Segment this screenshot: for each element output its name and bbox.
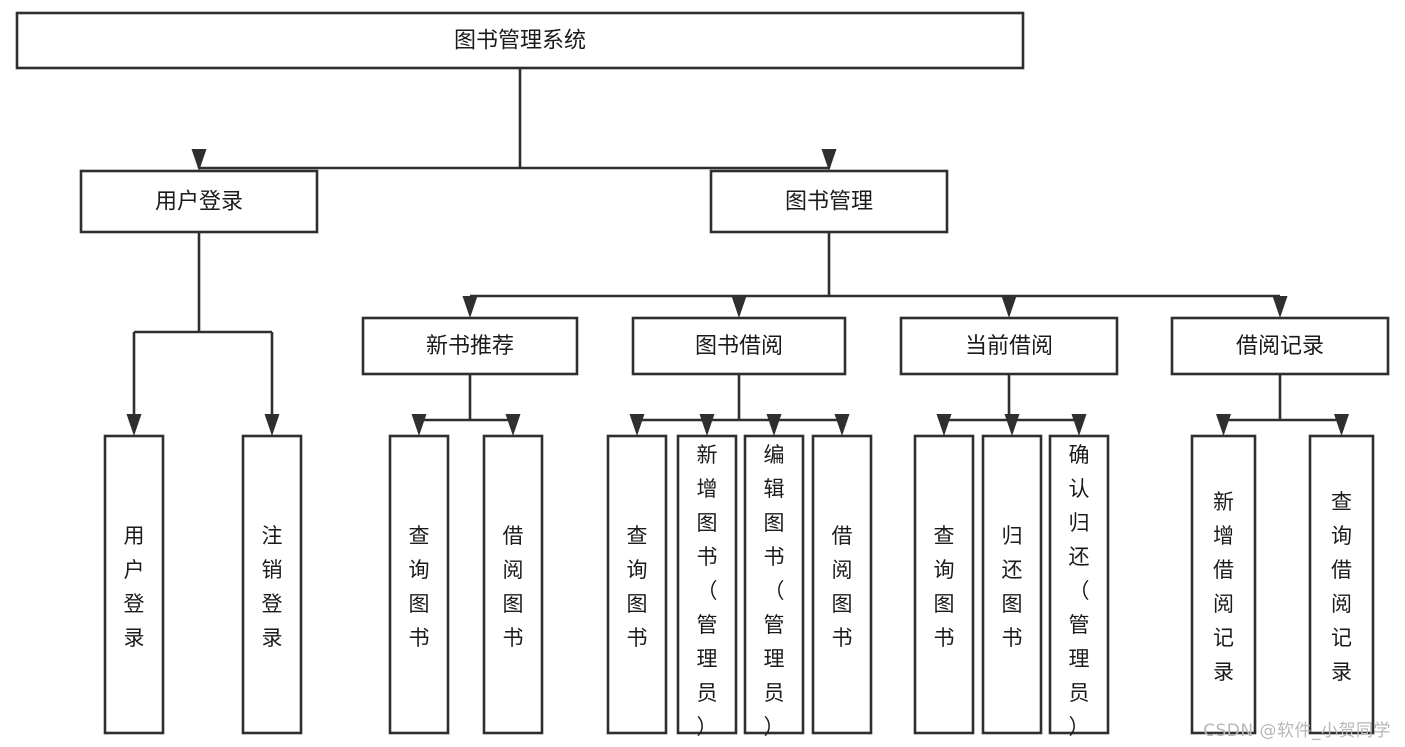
edge-arrowhead xyxy=(1071,414,1087,436)
node-box xyxy=(1308,434,1375,735)
node-label: 查询图书 xyxy=(934,524,955,650)
edge-arrowhead xyxy=(936,414,952,436)
node-newbooks[interactable]: 新书推荐 xyxy=(361,316,579,376)
edge-arrowhead xyxy=(766,414,782,436)
edge-arrowhead xyxy=(1334,414,1349,436)
node-box xyxy=(15,11,1025,70)
node-box xyxy=(388,434,450,735)
node-box xyxy=(743,434,805,735)
node-leaf10[interactable]: 归还图书 xyxy=(981,434,1043,735)
node-box xyxy=(631,316,847,376)
node-leaf6[interactable]: 新增图书（管理员） xyxy=(676,434,738,739)
node-borrow[interactable]: 图书借阅 xyxy=(631,316,847,376)
node-box xyxy=(981,434,1043,735)
node-label: 图书管理系统 xyxy=(454,29,586,54)
node-current[interactable]: 当前借阅 xyxy=(899,316,1119,376)
node-label: 用户登录 xyxy=(155,190,243,215)
node-label: 确认归还（管理员） xyxy=(1069,443,1090,739)
node-leaf11[interactable]: 确认归还（管理员） xyxy=(1048,434,1110,739)
node-box xyxy=(676,434,738,735)
node-leaf1[interactable]: 用户登录 xyxy=(103,434,165,735)
node-box xyxy=(103,434,165,735)
node-root[interactable]: 图书管理系统 xyxy=(15,11,1025,70)
node-box xyxy=(79,169,319,234)
watermark-text: CSDN @软件_小贺同学 xyxy=(1203,721,1391,741)
node-box xyxy=(811,434,873,735)
node-label: 新增借阅记录 xyxy=(1213,490,1234,684)
edge-arrowhead xyxy=(821,149,837,171)
edge-arrowhead xyxy=(126,414,142,436)
node-leaf8[interactable]: 借阅图书 xyxy=(811,434,873,735)
node-leaf12[interactable]: 新增借阅记录 xyxy=(1190,434,1257,735)
edge-arrowhead xyxy=(264,414,280,436)
node-leaf3[interactable]: 查询图书 xyxy=(388,434,450,735)
edge-arrowhead xyxy=(731,296,747,318)
nodes-layer: 图书管理系统用户登录图书管理新书推荐图书借阅当前借阅借阅记录用户登录注销登录查询… xyxy=(15,11,1390,739)
node-label: 图书管理 xyxy=(785,190,873,215)
edge-arrowhead xyxy=(1004,414,1020,436)
node-records[interactable]: 借阅记录 xyxy=(1170,316,1390,376)
node-label: 借阅记录 xyxy=(1236,334,1324,359)
node-leaf13[interactable]: 查询借阅记录 xyxy=(1308,434,1375,735)
edge-arrowhead xyxy=(834,414,850,436)
node-label: 查询图书 xyxy=(627,524,648,650)
node-label: 注销登录 xyxy=(262,524,283,650)
edge-arrowhead xyxy=(1216,414,1231,436)
node-label: 用户登录 xyxy=(124,524,145,650)
node-label: 当前借阅 xyxy=(965,334,1053,359)
edge-arrowhead xyxy=(1001,296,1017,318)
edges-layer xyxy=(126,68,1349,436)
edge-arrowhead xyxy=(411,414,427,436)
node-label: 借阅图书 xyxy=(832,524,853,650)
node-box xyxy=(1048,434,1110,735)
edge-arrowhead xyxy=(462,296,478,318)
node-login[interactable]: 用户登录 xyxy=(79,169,319,234)
node-box xyxy=(361,316,579,376)
node-label: 图书借阅 xyxy=(695,334,783,359)
node-label: 查询借阅记录 xyxy=(1331,490,1352,684)
node-leaf7[interactable]: 编辑图书（管理员） xyxy=(743,434,805,739)
node-box xyxy=(1170,316,1390,376)
node-box xyxy=(913,434,975,735)
node-label: 新增图书（管理员） xyxy=(697,443,718,739)
edge-arrowhead xyxy=(191,149,207,171)
node-box xyxy=(899,316,1119,376)
node-box xyxy=(709,169,949,234)
node-box xyxy=(1190,434,1257,735)
edge-arrowhead xyxy=(505,414,521,436)
node-leaf4[interactable]: 借阅图书 xyxy=(482,434,544,735)
node-leaf5[interactable]: 查询图书 xyxy=(606,434,668,735)
node-box xyxy=(241,434,303,735)
node-label: 查询图书 xyxy=(409,524,430,650)
node-leaf2[interactable]: 注销登录 xyxy=(241,434,303,735)
node-label: 新书推荐 xyxy=(426,334,514,359)
node-label: 编辑图书（管理员） xyxy=(764,443,785,739)
node-label: 借阅图书 xyxy=(503,524,524,650)
node-leaf9[interactable]: 查询图书 xyxy=(913,434,975,735)
node-label: 归还图书 xyxy=(1002,524,1023,650)
edge-arrowhead xyxy=(1272,296,1288,318)
node-box xyxy=(606,434,668,735)
node-box xyxy=(482,434,544,735)
edge-arrowhead xyxy=(629,414,645,436)
edge-arrowhead xyxy=(699,414,715,436)
node-bookmgmt[interactable]: 图书管理 xyxy=(709,169,949,234)
